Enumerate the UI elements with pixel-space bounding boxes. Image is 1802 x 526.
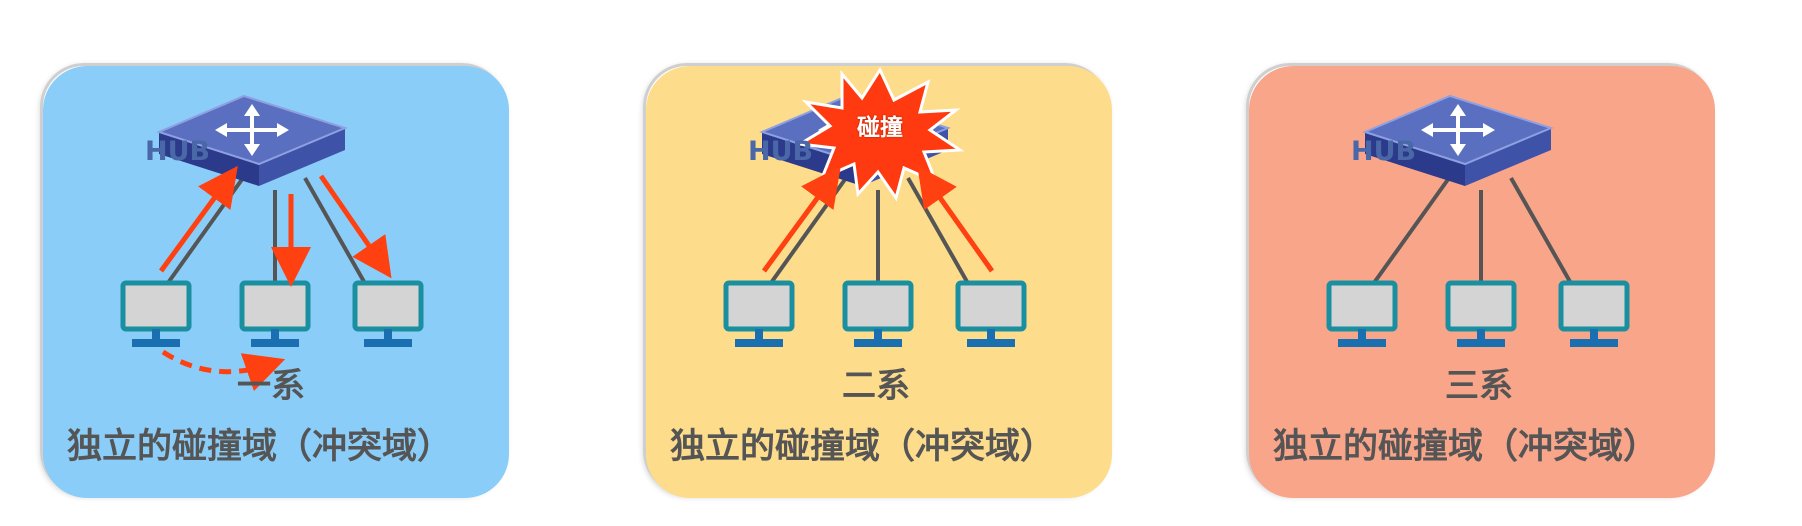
traffic-arrows bbox=[761, 165, 995, 273]
hub-label: HUB bbox=[1351, 136, 1417, 167]
network-diagram-3 bbox=[1249, 66, 1715, 498]
collision-domain-panel-1: HUB 一系 独立的碰撞域（冲突域） bbox=[40, 63, 509, 498]
domain-label: 独立的碰撞域（冲突域） bbox=[670, 427, 1056, 467]
system-label: 一系 bbox=[237, 366, 305, 406]
collision-text: 碰撞 bbox=[857, 115, 903, 141]
hub-label: HUB bbox=[145, 136, 211, 167]
arrow-right-to-hub bbox=[917, 165, 995, 273]
network-diagram-1 bbox=[43, 66, 509, 498]
system-label: 二系 bbox=[842, 366, 910, 406]
arrow-up-to-hub bbox=[158, 165, 238, 273]
domain-label: 独立的碰撞域（冲突域） bbox=[1273, 427, 1659, 467]
domain-label: 独立的碰撞域（冲突域） bbox=[67, 427, 453, 467]
traffic-arrows bbox=[158, 165, 392, 392]
arrow-down-to-right bbox=[318, 174, 392, 279]
collision-domain-panel-3: HUB 三系 独立的碰撞域（冲突域） bbox=[1246, 63, 1715, 498]
network-diagram-2 bbox=[646, 66, 1112, 498]
collision-domain-panel-2: HUB 碰撞 二系 独立的碰撞域（冲突域） bbox=[643, 63, 1112, 498]
arrow-left-to-hub bbox=[761, 165, 841, 273]
system-label: 三系 bbox=[1445, 366, 1513, 406]
hub-label: HUB bbox=[748, 136, 814, 167]
dashed-arrow-direct bbox=[161, 349, 286, 392]
